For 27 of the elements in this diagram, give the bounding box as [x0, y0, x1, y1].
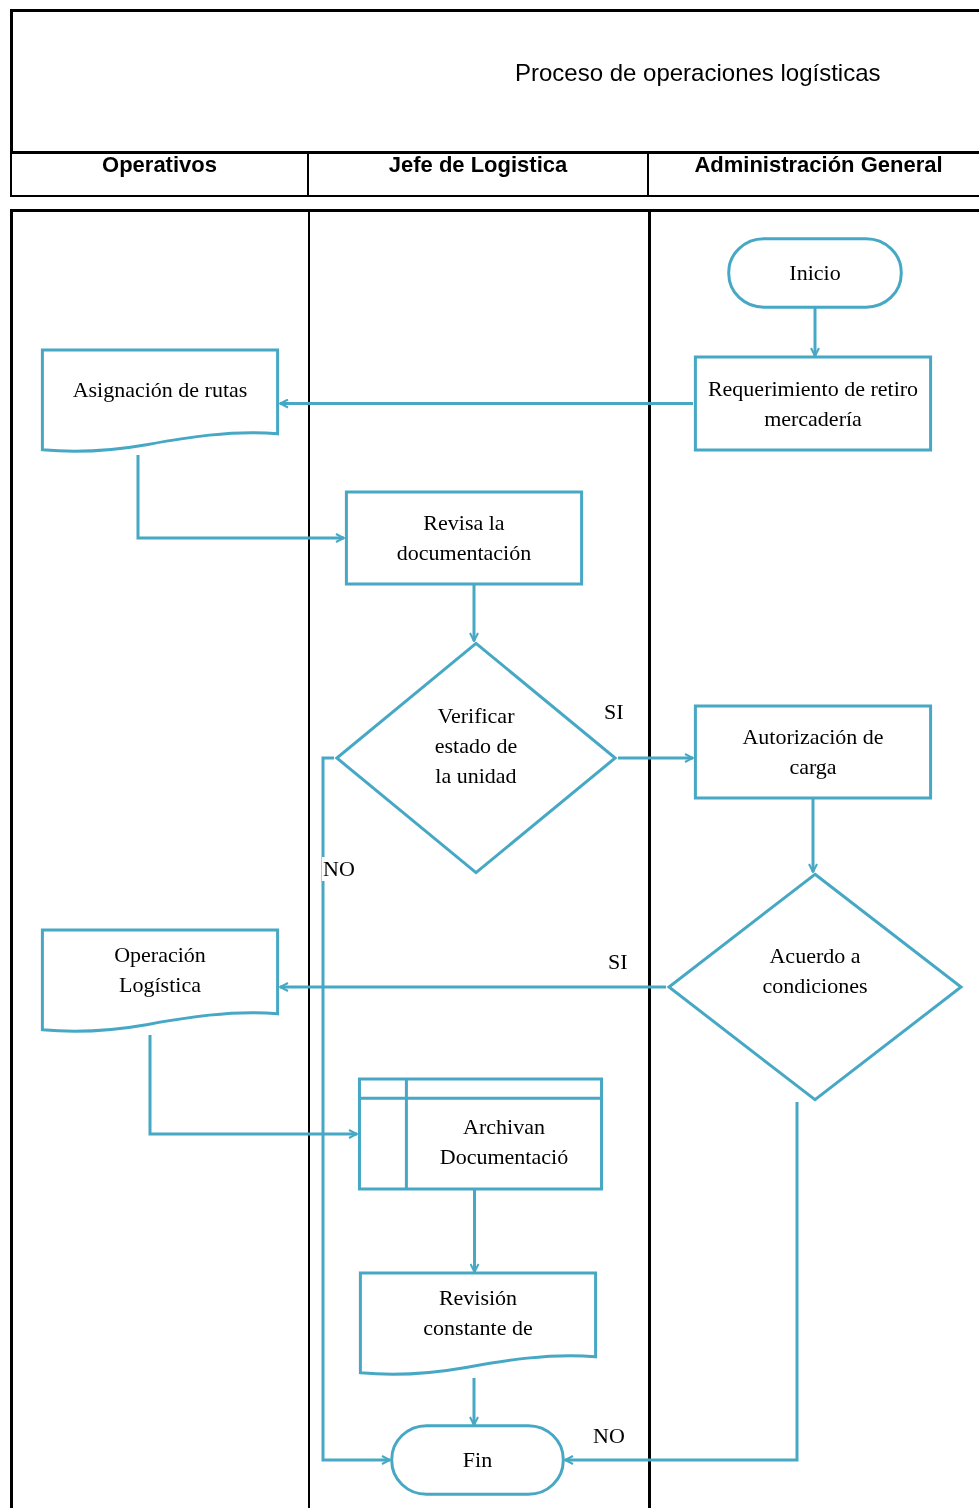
title: Proceso de operaciones logísticas — [515, 58, 881, 88]
arrow — [148, 1035, 358, 1139]
arrow — [279, 982, 666, 992]
document-shape: Revisión constante de — [358, 1272, 598, 1378]
lane-header: Operativos — [10, 152, 309, 197]
terminal-pill: Inicio — [727, 238, 903, 308]
arrow — [564, 1102, 799, 1465]
arrow — [321, 756, 391, 1465]
arrow — [808, 799, 818, 873]
arrow — [469, 1190, 480, 1273]
lane-header: Jefe de Logistica — [309, 152, 649, 197]
terminal-pill: Fin — [390, 1425, 565, 1495]
lane-header: Administración General — [649, 152, 979, 197]
edge-label: NO — [322, 857, 356, 881]
arrow — [469, 1378, 479, 1426]
arrow — [810, 308, 820, 357]
storage-box: Archivan Documentació — [357, 1078, 604, 1190]
decision-diamond: Acuerdo a condiciones — [666, 872, 964, 1102]
process-box: Revisa la documentación — [344, 491, 584, 585]
arrow — [618, 753, 694, 763]
document-shape: Operación Logística — [40, 929, 280, 1035]
document-shape: Asignación de rutas — [40, 349, 280, 455]
arrow — [136, 455, 345, 543]
arrow — [469, 585, 479, 642]
arrow — [279, 398, 693, 409]
process-box: Requerimiento de retiro mercadería — [693, 356, 933, 451]
process-box: Autorización de carga — [693, 705, 933, 799]
